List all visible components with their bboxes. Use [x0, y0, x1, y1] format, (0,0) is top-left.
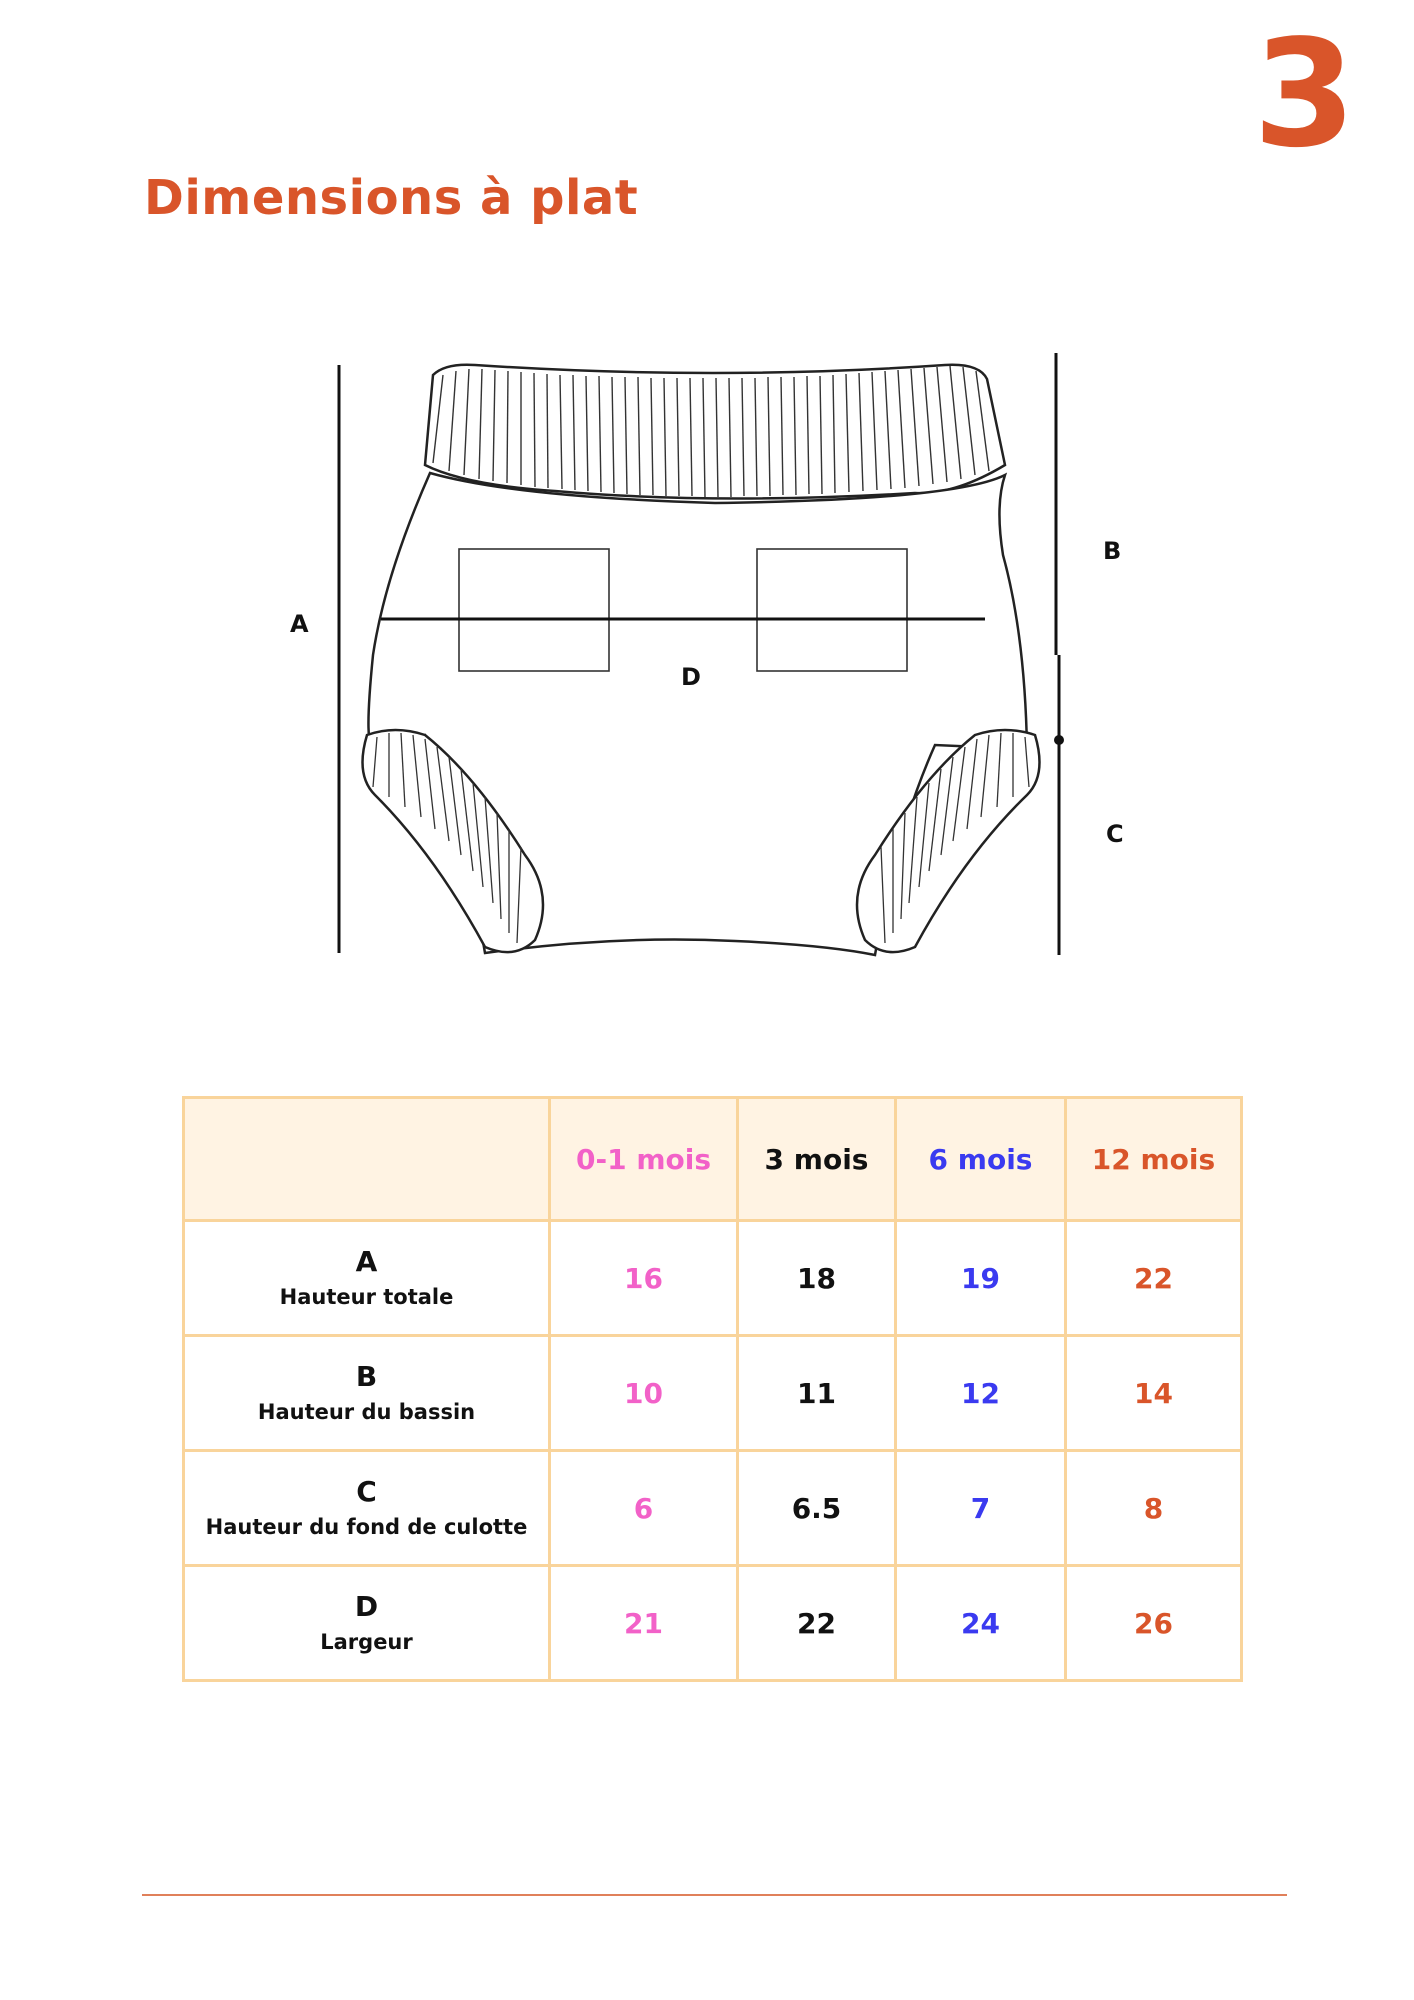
pocket-right [756, 548, 908, 672]
row-letter: A [355, 1244, 378, 1278]
leg-cuff-right [855, 728, 1041, 954]
row-name: Hauteur du fond de culotte [205, 1515, 528, 1540]
table-cell: 11 [736, 1334, 897, 1452]
table-row: B Hauteur du bassin 10 11 12 14 [182, 1334, 1243, 1452]
row-header: A Hauteur totale [182, 1219, 551, 1337]
page-number: 3 [1253, 8, 1356, 180]
leg-cuff-right-ribs [880, 732, 1030, 944]
label-c: C [1106, 820, 1124, 848]
row-header: B Hauteur du bassin [182, 1334, 551, 1452]
table-corner-cell [182, 1096, 551, 1222]
table-row: D Largeur 21 22 24 26 [182, 1564, 1243, 1682]
bloomer-drawing [337, 353, 1064, 957]
label-a: A [290, 610, 309, 638]
waistband-ribs [432, 365, 990, 498]
table-cell: 26 [1064, 1564, 1243, 1682]
dimensions-table: 0-1 mois 3 mois 6 mois 12 mois A Hauteur… [182, 1096, 1243, 1682]
row-letter: C [356, 1474, 377, 1508]
column-header: 12 mois [1064, 1096, 1243, 1222]
table-cell: 10 [548, 1334, 739, 1452]
table-cell: 18 [736, 1219, 897, 1337]
column-header: 6 mois [894, 1096, 1067, 1222]
leg-cuff-left [361, 728, 545, 954]
row-name: Hauteur du bassin [257, 1400, 476, 1425]
table-cell: 14 [1064, 1334, 1243, 1452]
table-cell: 22 [1064, 1219, 1243, 1337]
label-b: B [1103, 537, 1122, 565]
leg-cuff-left-ribs [372, 732, 522, 944]
pocket-left [458, 548, 610, 672]
table-row: A Hauteur totale 16 18 19 22 [182, 1219, 1243, 1337]
table-cell: 21 [548, 1564, 739, 1682]
table-cell: 22 [736, 1564, 897, 1682]
page-title: Dimensions à plat [144, 170, 639, 226]
footer-divider [142, 1894, 1287, 1896]
garment-diagram [315, 335, 1100, 1005]
table-cell: 6 [548, 1449, 739, 1567]
row-header: D Largeur [182, 1564, 551, 1682]
measure-dot [1054, 735, 1064, 745]
row-letter: D [354, 1589, 379, 1623]
column-header: 3 mois [736, 1096, 897, 1222]
table-row: C Hauteur du fond de culotte 6 6.5 7 8 [182, 1449, 1243, 1567]
row-header: C Hauteur du fond de culotte [182, 1449, 551, 1567]
row-name: Largeur [320, 1630, 413, 1655]
table-cell: 19 [894, 1219, 1067, 1337]
table-header-row: 0-1 mois 3 mois 6 mois 12 mois [182, 1096, 1243, 1222]
table-cell: 7 [894, 1449, 1067, 1567]
table-cell: 6.5 [736, 1449, 897, 1567]
row-letter: B [355, 1359, 378, 1393]
column-header: 0-1 mois [548, 1096, 739, 1222]
table-cell: 8 [1064, 1449, 1243, 1567]
row-name: Hauteur totale [279, 1285, 454, 1310]
label-d: D [681, 663, 701, 691]
table-cell: 16 [548, 1219, 739, 1337]
table-cell: 12 [894, 1334, 1067, 1452]
table-cell: 24 [894, 1564, 1067, 1682]
